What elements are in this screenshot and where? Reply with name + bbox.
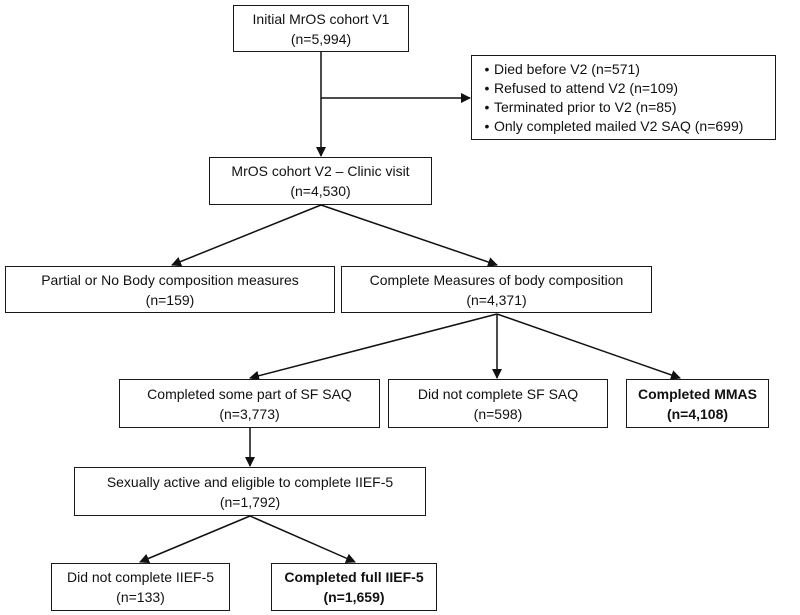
completed-sf-saq-box: Completed some part of SF SAQ (n=3,773) (119, 379, 380, 428)
arrow-v2-to-complete (320, 204, 498, 267)
exclusions-box: • Died before V2 (n=571) • Refused to at… (471, 55, 776, 140)
completed-mmas-count: (n=4,108) (666, 405, 729, 422)
not-completed-sf-saq-box: Did not complete SF SAQ (n=598) (388, 379, 608, 428)
completed-sf-saq-label: Completed some part of SF SAQ (147, 385, 352, 402)
completed-iief-count: (n=1,659) (323, 589, 385, 605)
sexually-active-count: (n=1,792) (219, 493, 281, 510)
completed-mmas-box: Completed MMAS (n=4,108) (626, 379, 769, 428)
complete-body-comp-label: Complete Measures of body composition (369, 271, 624, 288)
arrow-active-to-iief (249, 515, 356, 563)
not-completed-sf-saq-label: Did not complete SF SAQ (417, 385, 579, 402)
completed-sf-saq-count: (n=3,773) (219, 405, 280, 422)
exclusion-item: • Refused to attend V2 (n=109) (480, 79, 679, 98)
exclusion-text: Died before V2 (n=571) (494, 60, 640, 77)
bullet-icon: • (484, 98, 490, 115)
partial-body-comp-label: Partial or No Body composition measures (41, 271, 299, 288)
exclusion-item: • Only completed mailed V2 SAQ (n=699) (480, 117, 744, 136)
exclusion-item: • Died before V2 (n=571) (480, 60, 640, 79)
complete-body-comp-count: (n=4,371) (466, 291, 527, 308)
cohort-v2-box: MrOS cohort V2 – Clinic visit (n=4,530) (209, 157, 432, 205)
not-completed-iief-count: (n=133) (116, 589, 165, 605)
arrow-active-to-not-iief (139, 515, 251, 564)
partial-body-comp-count: (n=159) (145, 291, 195, 308)
arrow-complete-to-mmas (496, 313, 681, 380)
exclusion-text: Terminated prior to V2 (n=85) (494, 98, 677, 115)
bullet-icon: • (484, 117, 490, 134)
sexually-active-box: Sexually active and eligible to complete… (74, 467, 426, 516)
arrow-v2-to-partial (171, 204, 322, 267)
initial-cohort-label: Initial MrOS cohort V1 (252, 10, 390, 27)
exclusion-item: • Terminated prior to V2 (n=85) (480, 98, 677, 117)
completed-mmas-label: Completed MMAS (638, 385, 757, 402)
initial-cohort-box: Initial MrOS cohort V1 (n=5,994) (233, 5, 409, 52)
bullet-icon: • (484, 60, 490, 77)
cohort-v2-label: MrOS cohort V2 – Clinic visit (231, 163, 410, 179)
cohort-v2-count: (n=4,530) (290, 183, 351, 199)
completed-iief-label: Completed full IIEF-5 (284, 569, 424, 585)
exclusion-text: Only completed mailed V2 SAQ (n=699) (494, 117, 744, 134)
complete-body-comp-box: Complete Measures of body composition (n… (341, 266, 652, 313)
partial-body-comp-box: Partial or No Body composition measures … (5, 266, 335, 313)
completed-iief-box: Completed full IIEF-5 (n=1,659) (271, 563, 437, 611)
sexually-active-label: Sexually active and eligible to complete… (106, 473, 394, 490)
not-completed-iief-box: Did not complete IIEF-5 (n=133) (51, 563, 230, 611)
arrow-complete-to-sf-saq (249, 313, 498, 381)
exclusion-text: Refused to attend V2 (n=109) (494, 79, 679, 96)
initial-cohort-count: (n=5,994) (290, 30, 352, 47)
not-completed-iief-label: Did not complete IIEF-5 (66, 569, 215, 585)
bullet-icon: • (484, 79, 490, 96)
not-completed-sf-saq-count: (n=598) (473, 405, 523, 422)
